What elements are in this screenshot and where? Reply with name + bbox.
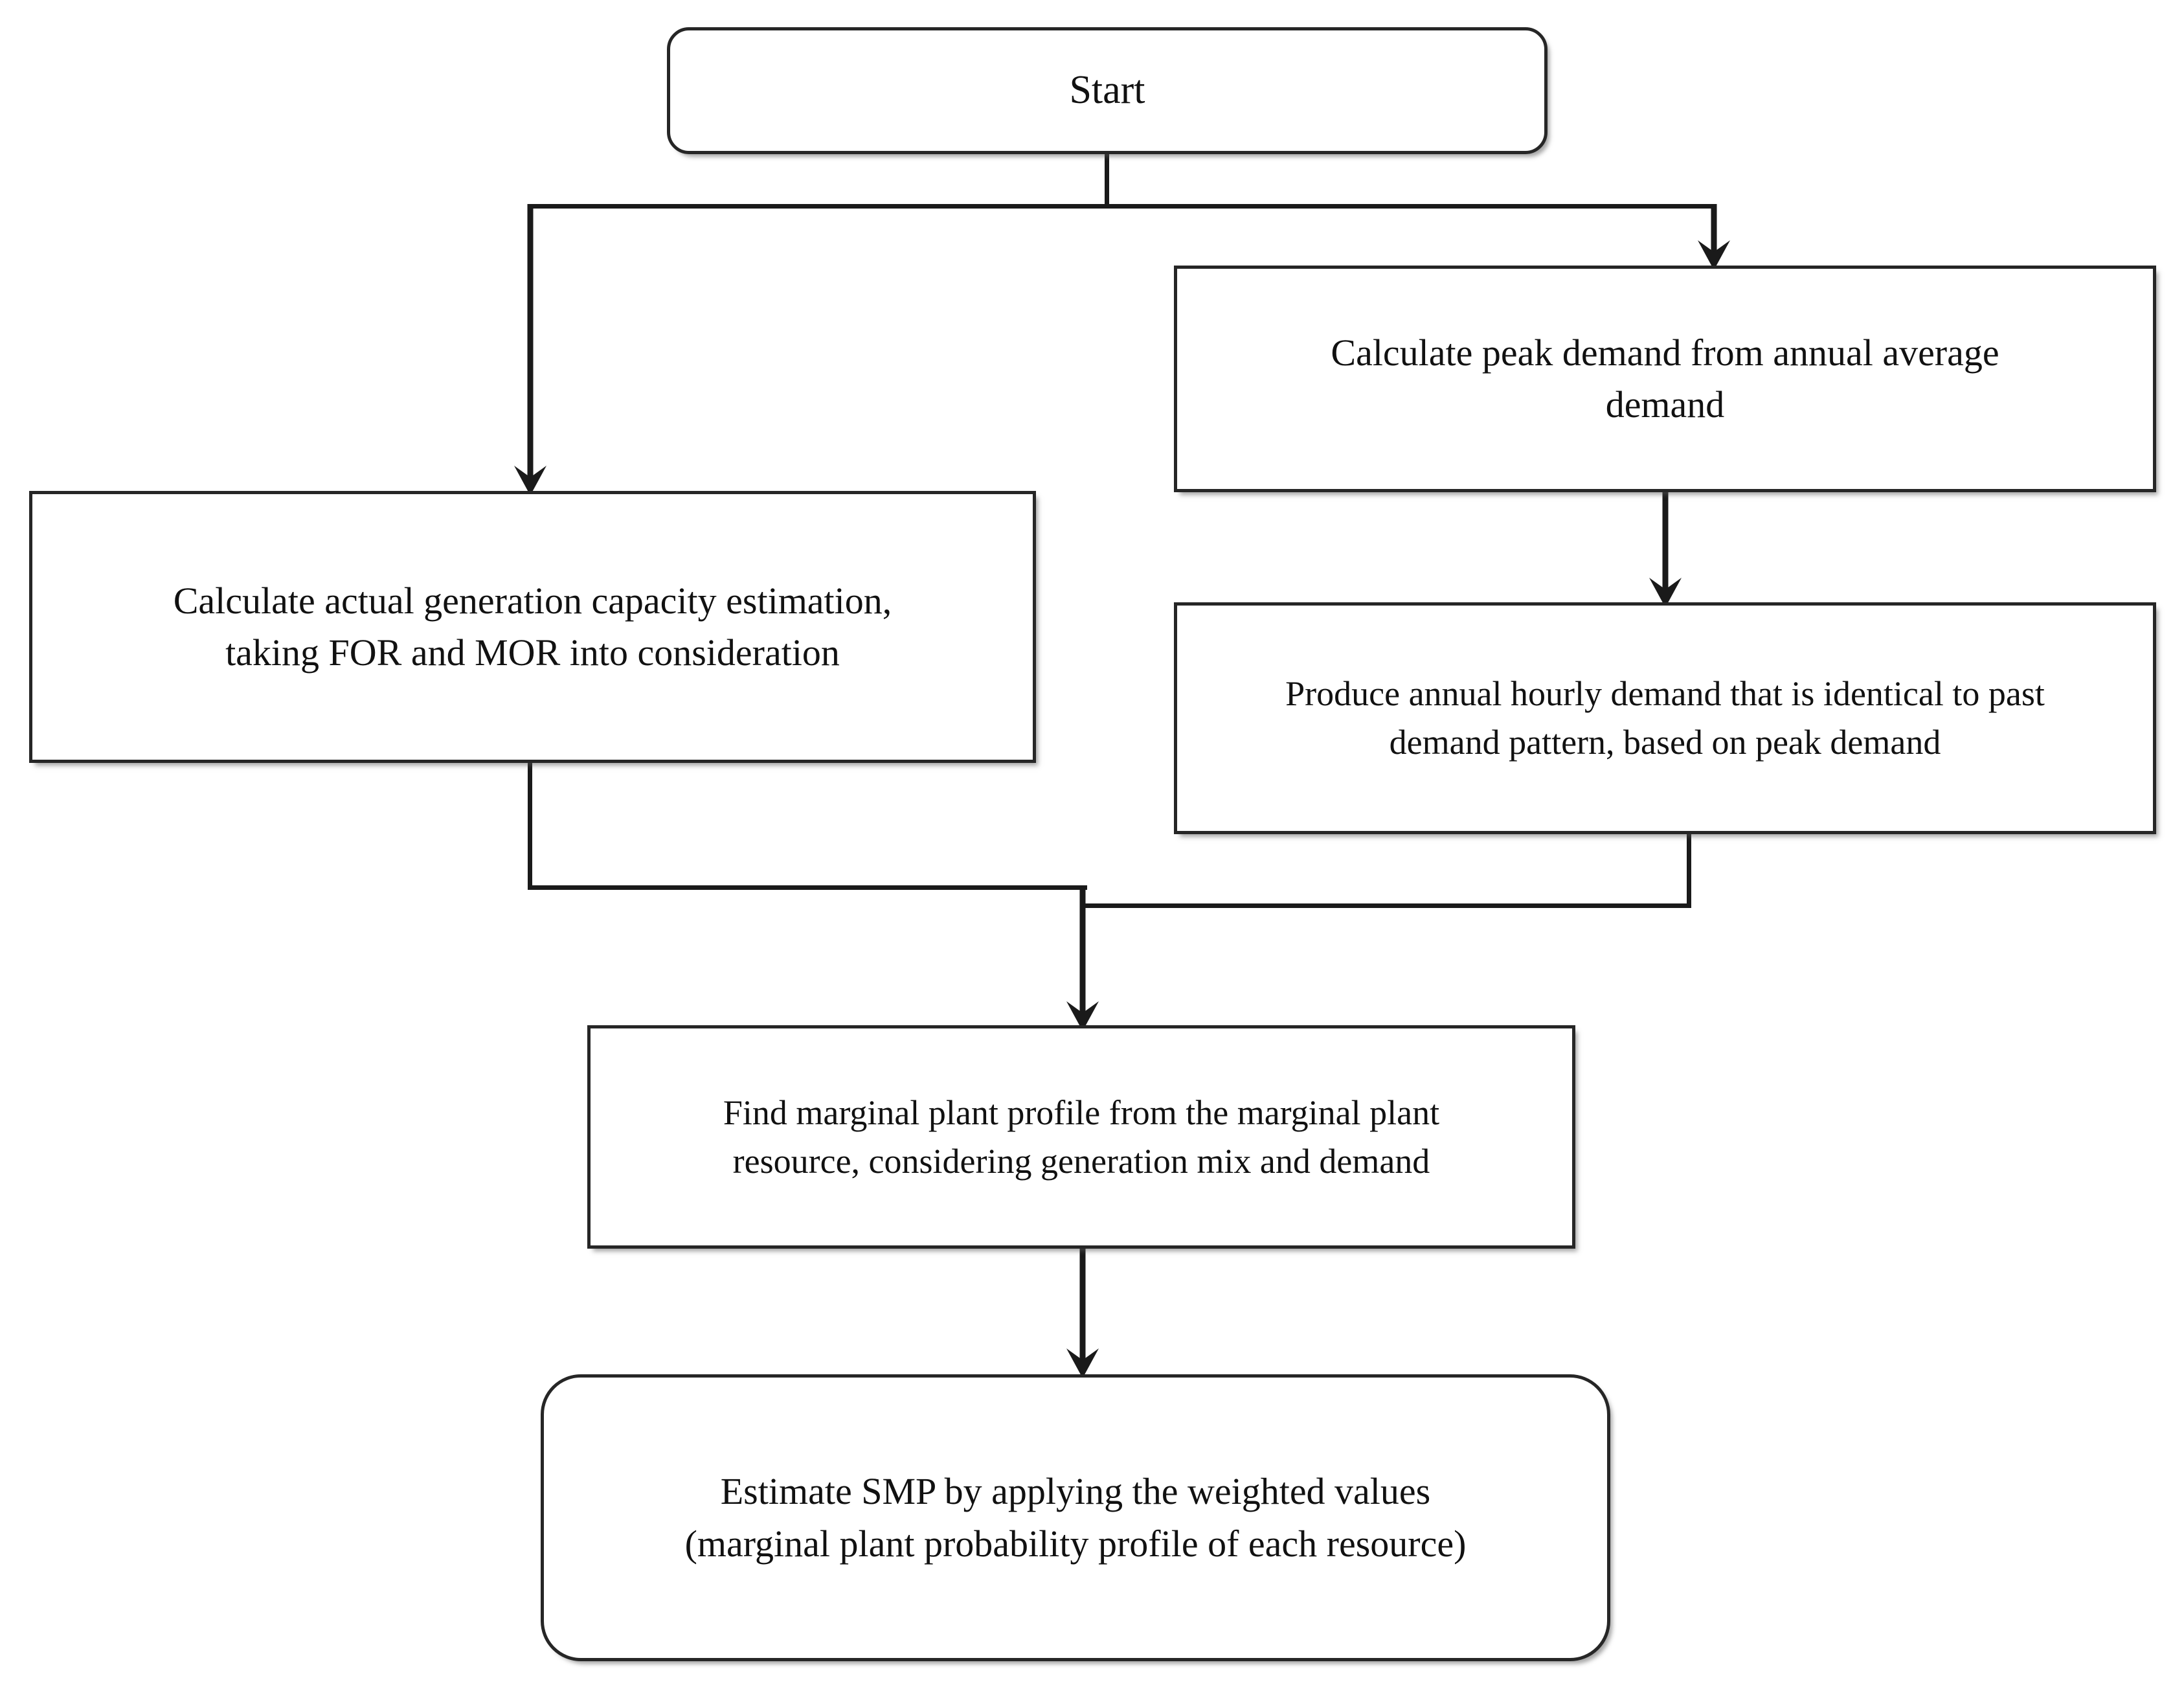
node-find-marginal-plant-label: Find marginal plant profile from the mar… [723, 1093, 1440, 1181]
node-calculate-peak-demand[interactable]: Calculate peak demand from annual averag… [1174, 266, 2156, 492]
node-estimate-smp-label: Estimate SMP by applying the weighted va… [684, 1470, 1467, 1565]
node-calculate-capacity-label: Calculate actual generation capacity est… [173, 579, 892, 674]
edge-split-bar [528, 204, 1714, 209]
edge-hourly-down [1687, 834, 1691, 908]
node-find-marginal-plant[interactable]: Find marginal plant profile from the mar… [587, 1025, 1575, 1249]
edge-to-peak-demand [1698, 204, 1730, 270]
node-estimate-smp[interactable]: Estimate SMP by applying the weighted va… [541, 1374, 1610, 1661]
node-produce-hourly-demand[interactable]: Produce annual hourly demand that is ide… [1174, 602, 2156, 834]
edge-junction-to-marginal [1066, 885, 1099, 1031]
edge-capacity-to-junction [528, 885, 1087, 890]
edge-capacity-down [528, 763, 532, 890]
edge-to-capacity [514, 204, 546, 495]
node-calculate-capacity[interactable]: Calculate actual generation capacity est… [29, 491, 1036, 763]
node-calculate-peak-demand-label: Calculate peak demand from annual averag… [1331, 331, 1999, 426]
edge-peak-to-hourly [1649, 492, 1682, 607]
node-start-label: Start [1069, 68, 1145, 113]
edge-start-stem [1105, 154, 1109, 209]
node-produce-hourly-demand-label: Produce annual hourly demand that is ide… [1285, 674, 2045, 762]
edge-marginal-to-smp [1066, 1249, 1099, 1378]
node-start[interactable]: Start [667, 27, 1548, 154]
edge-hourly-to-junction [1083, 903, 1691, 908]
